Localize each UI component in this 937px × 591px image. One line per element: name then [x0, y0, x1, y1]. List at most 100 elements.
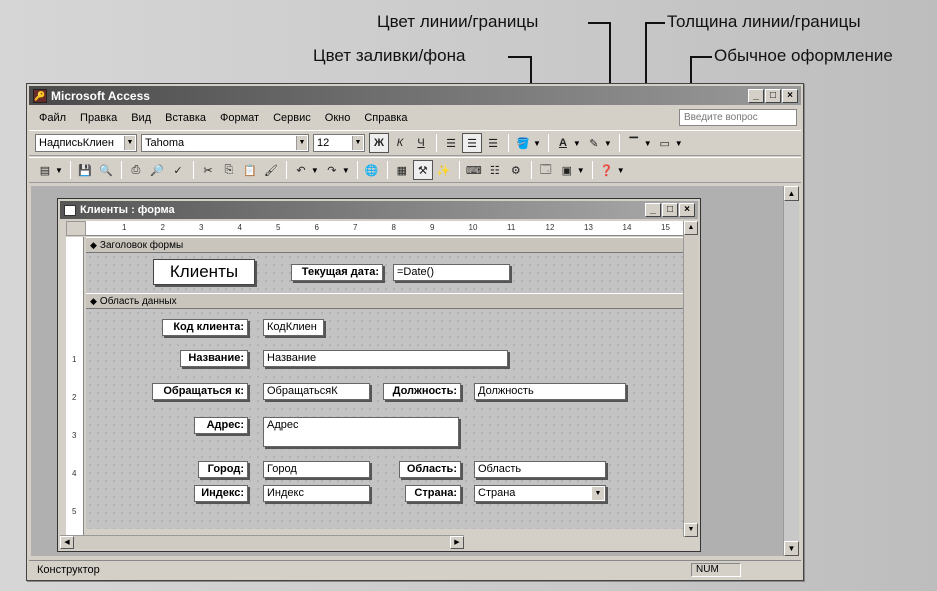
callout-line	[645, 22, 647, 132]
ruler-number: 12	[545, 223, 555, 232]
font-size-combo[interactable]: 12▼	[313, 134, 365, 152]
undo-icon[interactable]: ↶	[296, 164, 306, 177]
scroll-down-icon[interactable]: ▼	[784, 541, 799, 556]
scroll-up-icon[interactable]: ▲	[784, 186, 799, 201]
copy-icon[interactable]: ⎘	[224, 163, 234, 176]
zip-label[interactable]: Индекс:	[194, 485, 248, 502]
ruler-number: 5	[276, 223, 281, 232]
line-width-icon[interactable]: ▔	[629, 137, 638, 150]
menu-format[interactable]: Формат	[220, 112, 260, 124]
underline-button[interactable]: Ч	[417, 137, 425, 149]
country-label[interactable]: Страна:	[405, 485, 461, 502]
date-field[interactable]: =Date()	[393, 264, 510, 281]
search-icon[interactable]: 🔍	[99, 164, 113, 177]
form-horizontal-scrollbar[interactable]: ◀ ▶	[60, 535, 464, 549]
object-combo[interactable]: НадписьКлиен▼	[35, 134, 137, 152]
field-list-icon[interactable]: ▦	[396, 164, 407, 177]
name-field[interactable]: Название	[263, 350, 508, 367]
new-object-icon[interactable]: ▣	[561, 164, 572, 177]
address-field[interactable]: Адрес	[263, 417, 459, 447]
form-close-button[interactable]: ×	[679, 203, 695, 217]
form-maximize-button[interactable]: □	[662, 203, 678, 217]
save-icon[interactable]: 💾	[78, 164, 92, 177]
format-painter-icon[interactable]: 🖌	[263, 164, 278, 177]
form-minimize-button[interactable]: _	[645, 203, 661, 217]
font-color-icon[interactable]: A	[558, 137, 567, 149]
formatting-toolbar: НадписьКлиен▼ Tahoma▼ 12▼ Ж К Ч ☰ ☰ ☰ 🪣▼…	[29, 130, 801, 156]
menu-help[interactable]: Справка	[364, 112, 408, 124]
database-window-icon[interactable]: 🗔	[539, 163, 552, 176]
scroll-right-icon[interactable]: ▶	[450, 536, 464, 549]
view-icon[interactable]: ▤	[39, 164, 51, 177]
address-label[interactable]: Адрес:	[194, 417, 248, 434]
callout-line-width: Толщина линии/границы	[667, 12, 861, 31]
scroll-left-icon[interactable]: ◀	[60, 536, 74, 549]
ruler-number: 1	[122, 223, 127, 232]
form-header-bar[interactable]: ◆ Заголовок формы	[86, 237, 686, 253]
cut-icon[interactable]: ✂	[203, 164, 213, 177]
help-icon[interactable]: ❓	[599, 164, 614, 177]
align-right-icon[interactable]: ☰	[488, 137, 498, 150]
callout-fill-color: Цвет заливки/фона	[313, 46, 466, 65]
access-window: 🔑 Microsoft Access _ □ × Файл Правка Вид…	[26, 83, 804, 581]
builder-icon[interactable]: ⚙	[510, 164, 521, 177]
main-vertical-scrollbar[interactable]: ▲ ▼	[783, 186, 799, 556]
window-title: Microsoft Access	[51, 88, 150, 103]
align-left-icon[interactable]: ☰	[446, 137, 456, 150]
scroll-up-icon[interactable]: ▲	[684, 221, 698, 235]
form-vertical-scrollbar[interactable]: ▲ ▼	[683, 221, 698, 537]
properties-icon[interactable]: ☷	[489, 164, 500, 177]
section-arrow-icon: ◆	[90, 239, 97, 250]
bold-button[interactable]: Ж	[369, 133, 389, 153]
toolbox-icon[interactable]: ⚒	[412, 160, 433, 180]
date-label[interactable]: Текущая дата:	[291, 264, 383, 281]
special-effect-icon[interactable]: ▭	[659, 137, 670, 150]
customer-code-field[interactable]: КодКлиен	[263, 319, 324, 336]
country-combo[interactable]: Страна▼	[474, 485, 606, 502]
italic-button[interactable]: К	[396, 137, 404, 149]
scroll-down-icon[interactable]: ▼	[684, 523, 698, 537]
close-button[interactable]: ×	[782, 89, 798, 103]
form-icon	[64, 204, 76, 216]
city-label[interactable]: Город:	[198, 461, 248, 478]
region-field[interactable]: Область	[474, 461, 606, 478]
redo-icon[interactable]: ↷	[327, 164, 337, 177]
help-question-input[interactable]: Введите вопрос	[679, 109, 797, 126]
menu-window[interactable]: Окно	[324, 112, 351, 124]
font-combo[interactable]: Tahoma▼	[141, 134, 309, 152]
menu-insert[interactable]: Вставка	[165, 112, 207, 124]
menu-edit[interactable]: Правка	[80, 112, 118, 124]
menu-file[interactable]: Файл	[39, 112, 67, 124]
title-bar: 🔑 Microsoft Access _ □ ×	[29, 86, 801, 105]
ruler-number: 4	[237, 223, 242, 232]
menu-tools[interactable]: Сервис	[273, 112, 311, 124]
autoformat-icon[interactable]: ✨	[436, 164, 451, 177]
contact-label[interactable]: Обращаться к:	[152, 383, 248, 400]
contact-field[interactable]: ОбращатьсяК	[263, 383, 370, 400]
form-selector[interactable]	[66, 221, 86, 236]
form-title-label[interactable]: Клиенты	[153, 259, 255, 285]
align-center-icon[interactable]: ☰	[462, 133, 482, 153]
customer-code-label[interactable]: Код клиента:	[162, 319, 248, 336]
paste-icon[interactable]: 📋	[243, 164, 257, 177]
position-field[interactable]: Должность	[474, 383, 626, 400]
minimize-button[interactable]: _	[748, 89, 764, 103]
detail-section-bar[interactable]: ◆ Область данных	[86, 293, 686, 309]
region-label[interactable]: Область:	[399, 461, 461, 478]
code-icon[interactable]: ⌨	[465, 164, 482, 177]
print-preview-icon[interactable]: 🔎	[150, 164, 164, 177]
hyperlink-icon[interactable]: 🌐	[364, 164, 379, 177]
fill-color-icon[interactable]: 🪣	[516, 137, 530, 150]
position-label[interactable]: Должность:	[383, 383, 461, 400]
city-field[interactable]: Город	[263, 461, 370, 478]
menu-view[interactable]: Вид	[131, 112, 152, 124]
zip-field[interactable]: Индекс	[263, 485, 370, 502]
print-icon[interactable]: ⎙	[131, 163, 141, 176]
ruler-number: 9	[430, 223, 435, 232]
name-label[interactable]: Название:	[180, 350, 248, 367]
line-color-icon[interactable]: ✎	[589, 137, 599, 150]
maximize-button[interactable]: □	[765, 89, 781, 103]
spelling-icon[interactable]: ✓	[173, 164, 183, 177]
